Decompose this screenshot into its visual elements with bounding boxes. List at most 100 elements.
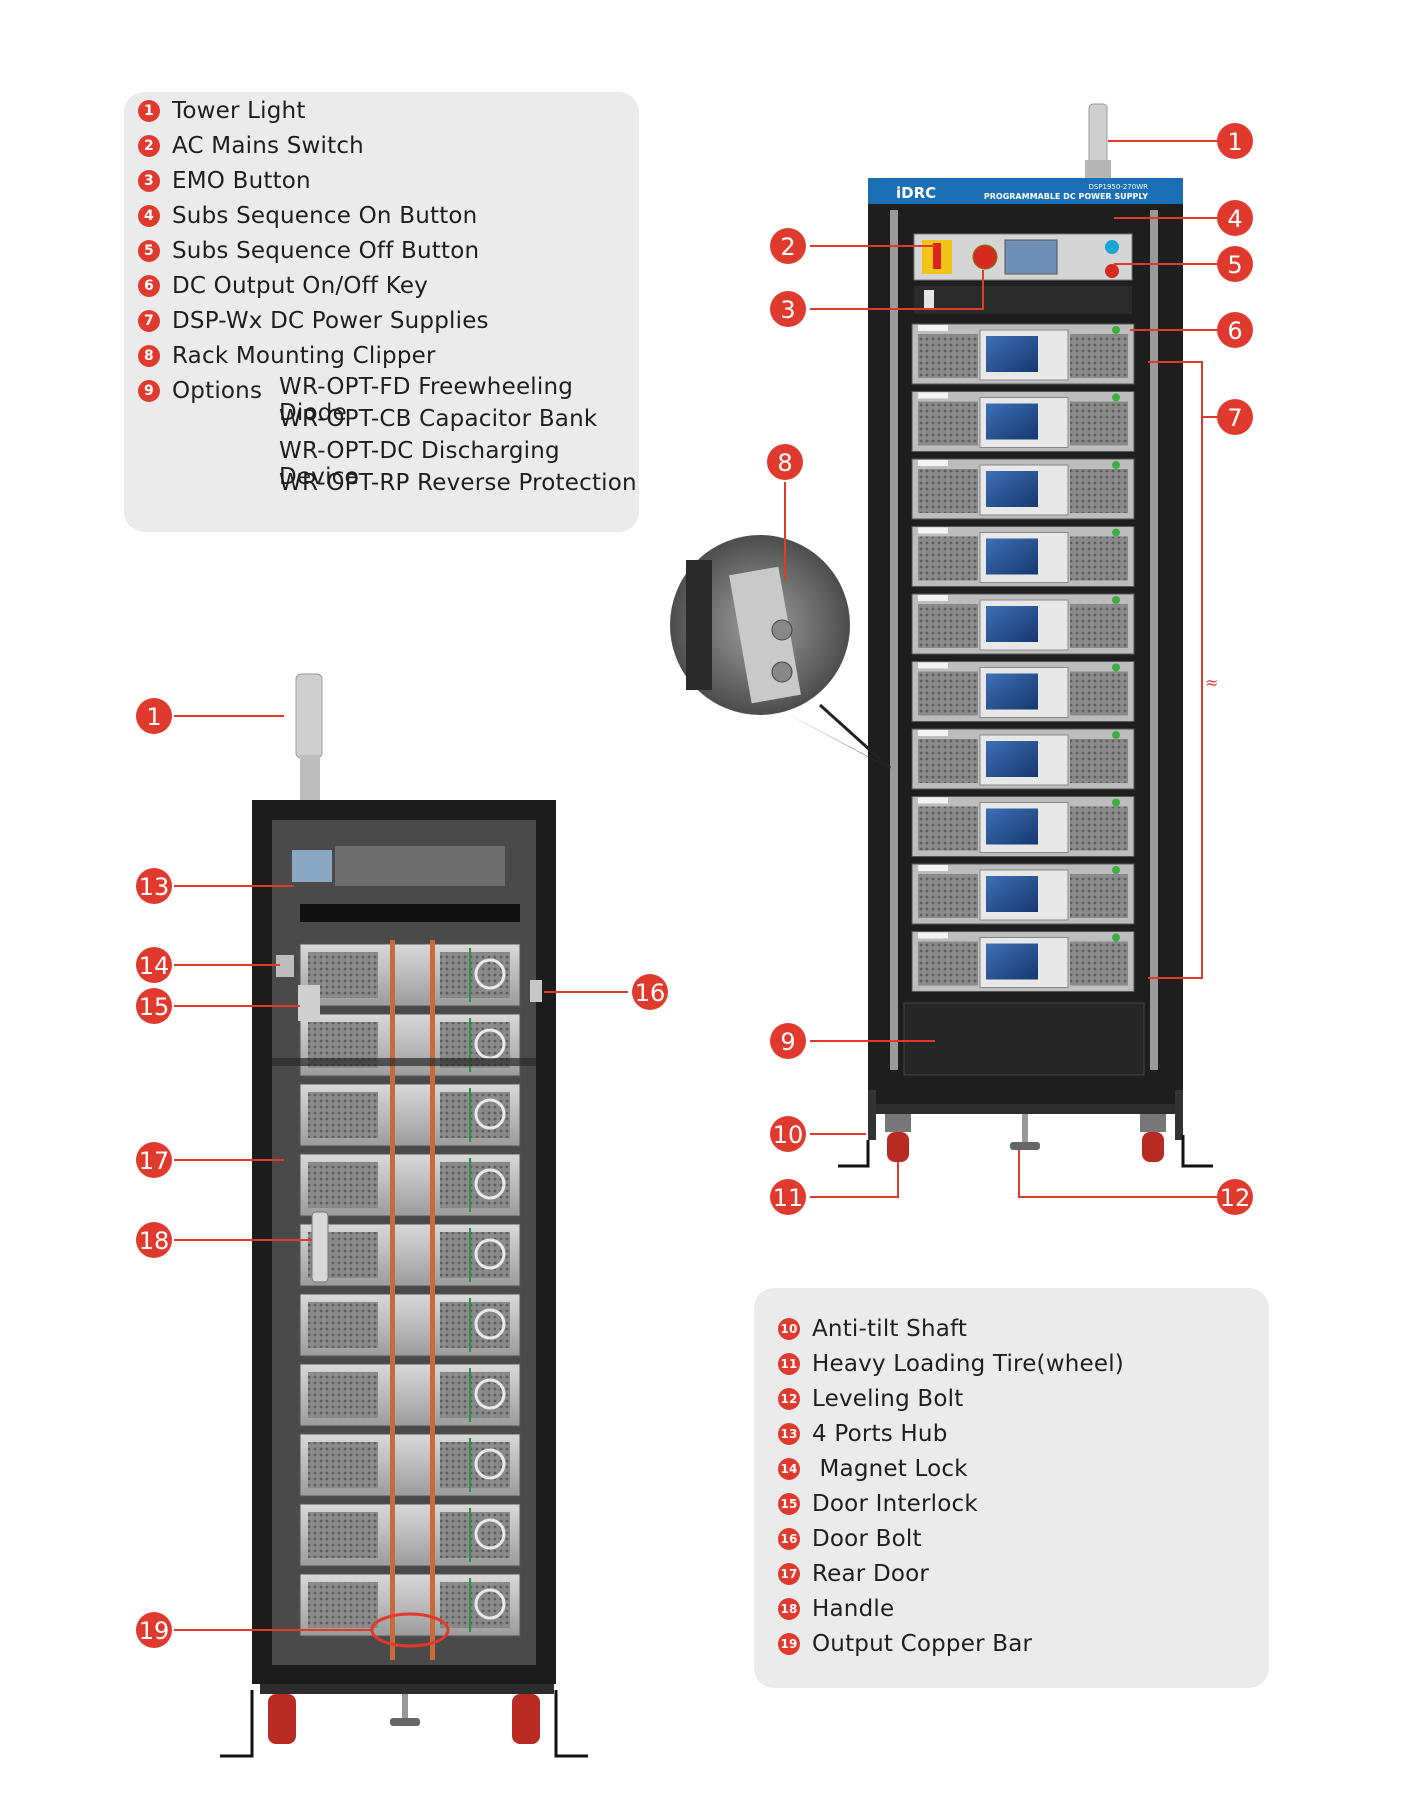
svg-text:≈: ≈ (1205, 673, 1218, 692)
legend-label: Tower Light (172, 98, 306, 124)
legend-item: 2 AC Mains Switch (138, 133, 364, 159)
callout-badge-15: 15 (136, 988, 172, 1024)
number-badge: 18 (778, 1598, 800, 1620)
module-screen (986, 403, 1038, 440)
module-screen (986, 606, 1038, 642)
legend-label: Heavy Loading Tire(wheel) (812, 1351, 1124, 1377)
legend-label: Door Bolt (812, 1526, 922, 1552)
output-key (1112, 461, 1120, 469)
rear-module (299, 1083, 521, 1147)
magnet-lock (276, 955, 294, 977)
legend-label: 4 Ports Hub (812, 1421, 948, 1447)
legend-panel-top: 1 Tower Light 2 AC Mains Switch 3 EMO Bu… (124, 92, 639, 532)
legend-label: Output Copper Bar (812, 1631, 1033, 1657)
option-item: WR-OPT-RP Reverse Protection (279, 470, 637, 496)
callout-badge-12: 12 (1217, 1179, 1253, 1215)
rear-module (299, 1503, 521, 1567)
output-key (1112, 326, 1120, 334)
callout-badge-13: 13 (136, 868, 172, 904)
rear-door (272, 1058, 536, 1066)
rear-module (299, 1363, 521, 1427)
rear-module (299, 1223, 521, 1287)
legend-item: 12 Leveling Bolt (778, 1386, 963, 1412)
callout-number: 11 (773, 1184, 804, 1212)
number-badge: 17 (778, 1563, 800, 1585)
module-screen (986, 741, 1038, 777)
legend-label: Leveling Bolt (812, 1386, 964, 1412)
number-badge: 6 (138, 275, 160, 297)
number-badge: 12 (778, 1388, 800, 1410)
tower-light (295, 673, 323, 759)
rear-cabinet (220, 673, 588, 1758)
legend-label: Magnet Lock (812, 1456, 968, 1482)
power-supply-module (911, 458, 1135, 520)
module-screen (986, 471, 1038, 507)
number-badge: 7 (138, 310, 160, 332)
legend-label: DSP-Wx DC Power Supplies (172, 308, 489, 334)
callout-badge-3: 3 (770, 291, 806, 327)
callout-badge-8: 8 (767, 444, 803, 480)
legend-item: 7 DSP-Wx DC Power Supplies (138, 308, 489, 334)
legend-item: 4 Subs Sequence On Button (138, 203, 477, 229)
number-badge: 1 (138, 100, 160, 122)
legend-label: Subs Sequence On Button (172, 203, 478, 229)
output-key (1112, 596, 1120, 604)
dc-power-supplies (911, 323, 1135, 992)
rear-module (299, 1433, 521, 1497)
callout-badge-10: 10 (770, 1116, 806, 1152)
callout-badge-14: 14 (136, 947, 172, 983)
4-ports-hub (292, 850, 332, 882)
number-badge: 11 (778, 1353, 800, 1375)
option-item: WR-OPT-DC Discharging Device (279, 438, 560, 490)
power-supply-module (911, 863, 1135, 925)
option-item: WR-OPT-CB Capacitor Bank (279, 406, 598, 432)
callout-number: 9 (780, 1028, 795, 1056)
callout-lines (174, 140, 1218, 1631)
number-badge: 5 (138, 240, 160, 262)
output-key (1112, 731, 1120, 739)
module-screen (986, 673, 1038, 710)
callout-number: 3 (780, 296, 795, 324)
rear-module (299, 943, 521, 1007)
number-badge: 3 (138, 170, 160, 192)
power-supply-module (911, 593, 1135, 655)
number-badge: 2 (138, 135, 160, 157)
callout-number: 7 (1227, 404, 1242, 432)
callout-badge-16: 16 (632, 974, 668, 1010)
number-badge: 8 (138, 345, 160, 367)
legend-item: 14 Magnet Lock (778, 1456, 968, 1482)
rear-module (299, 1573, 521, 1637)
option-panel (903, 1002, 1145, 1076)
number-badge: 13 (778, 1423, 800, 1445)
legend-item: 1 Tower Light (138, 98, 306, 124)
callout-number: 17 (139, 1147, 170, 1175)
callout-number: 14 (139, 952, 170, 980)
legend-label: Rear Door (812, 1561, 930, 1587)
callout-number: 19 (139, 1617, 170, 1645)
legend-item: 17 Rear Door (778, 1561, 929, 1587)
rear-module (299, 1013, 521, 1077)
emo-button (972, 244, 998, 270)
tower-light (1088, 103, 1108, 167)
cabinet-header (868, 178, 1183, 204)
legend-item: 5 Subs Sequence Off Button (138, 238, 479, 264)
callout-number: 5 (1227, 251, 1242, 279)
output-key (1112, 866, 1120, 874)
legend-label: Subs Sequence Off Button (172, 238, 480, 264)
cabinet-model: DSP1950-270WR (1088, 183, 1148, 191)
callout-badge-6: 6 (1217, 312, 1253, 348)
handle (311, 1211, 329, 1283)
sequence-off-button (1105, 264, 1119, 278)
output-key (1112, 933, 1120, 942)
callout-badge-2: 2 (770, 228, 806, 264)
module-screen (986, 538, 1038, 575)
legend-label: DC Output On/Off Key (172, 273, 429, 299)
door-interlock (298, 985, 320, 1021)
power-supply-module (911, 526, 1135, 587)
rack-clipper-zoom (666, 531, 894, 770)
